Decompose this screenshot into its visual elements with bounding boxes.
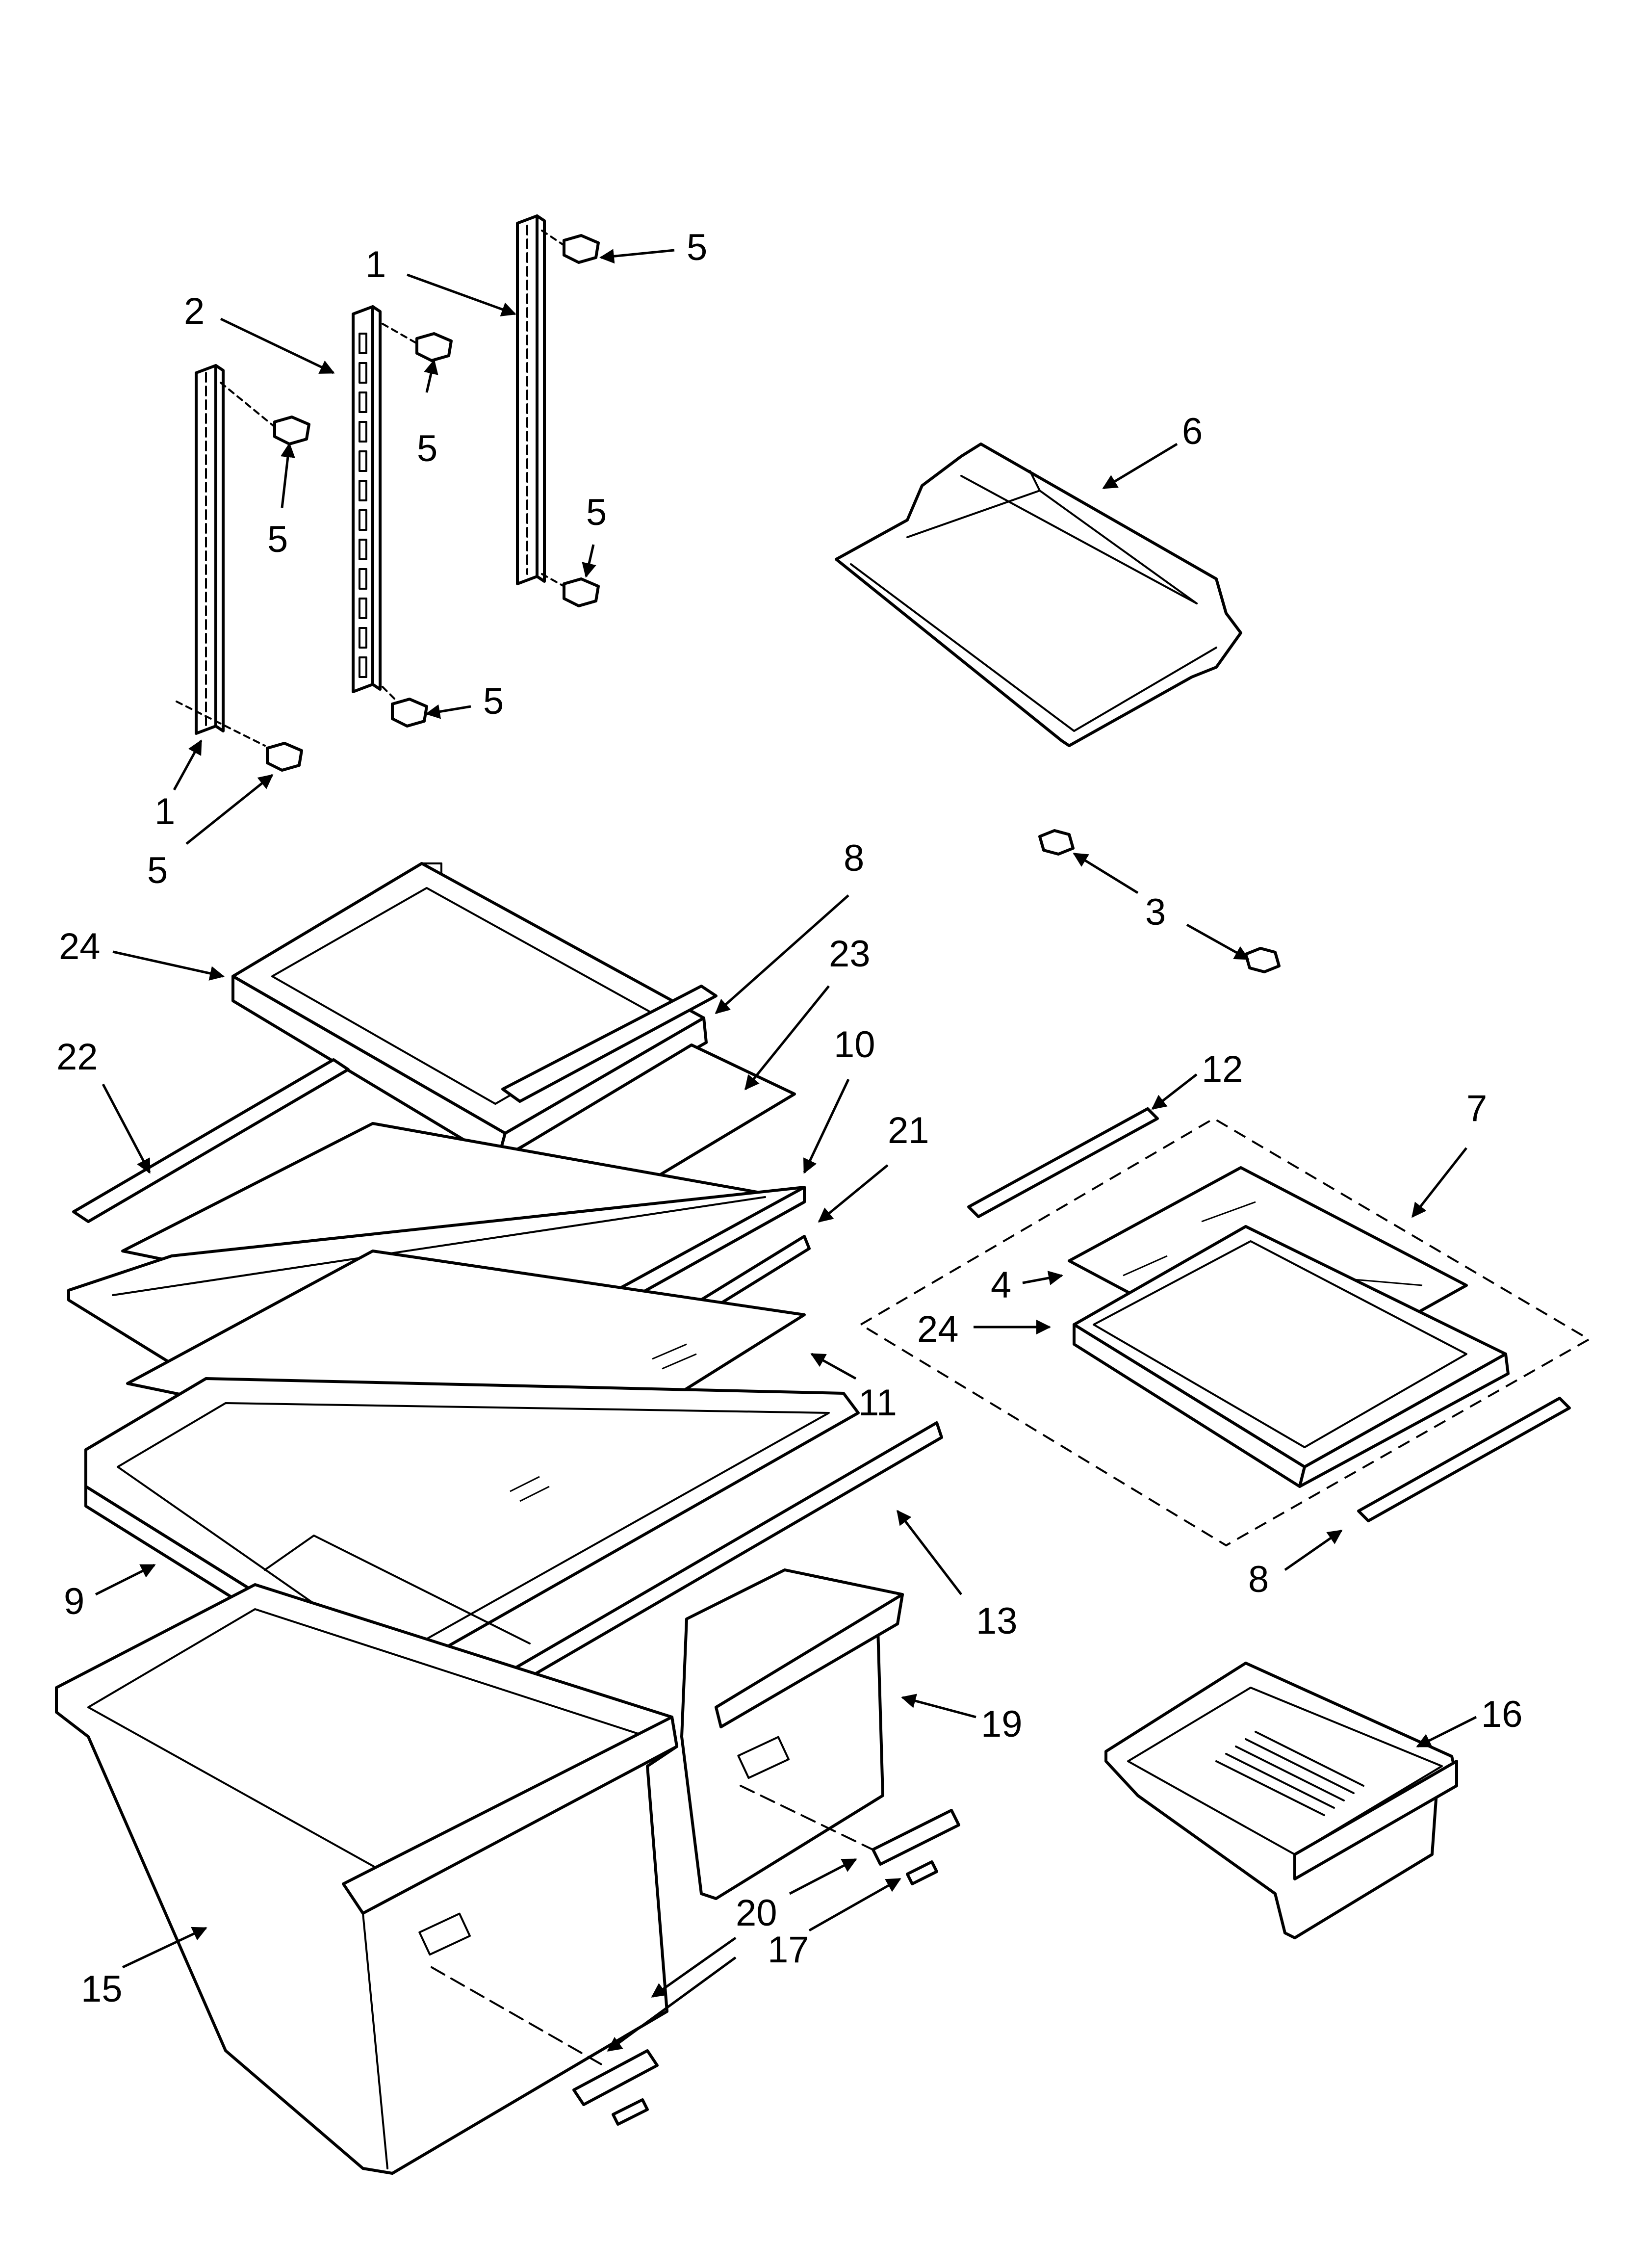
screw-parts [176, 230, 600, 772]
callout-20: 20 [736, 1892, 777, 1934]
rail-slots [359, 333, 367, 678]
callout-5-e: 5 [483, 680, 504, 722]
crisper-drawer-19 [680, 1568, 904, 1900]
callout-21: 21 [888, 1110, 929, 1151]
shelf-trim-8-top [501, 985, 718, 1103]
callout-5-f: 5 [147, 850, 168, 891]
callout-17: 17 [768, 1929, 809, 1971]
shelf-assembly-7-outline [859, 1117, 1591, 1547]
shelf-rail-middle [352, 305, 382, 693]
shelf-rail-left [195, 364, 225, 735]
callout-1-bottom: 1 [154, 791, 175, 833]
callout-7: 7 [1466, 1088, 1487, 1129]
callout-22: 22 [56, 1036, 98, 1078]
strip-8-right [1357, 1397, 1571, 1522]
callout-2: 2 [184, 290, 205, 332]
callout-5-d: 5 [586, 492, 607, 533]
callout-9: 9 [64, 1581, 84, 1622]
callout-24-left: 24 [59, 926, 101, 967]
strip-12 [967, 1107, 1159, 1218]
callout-15: 15 [81, 1968, 123, 2010]
callout-19: 19 [981, 1703, 1023, 1745]
bin-part-6 [835, 443, 1242, 747]
small-drawer-16 [1104, 1662, 1458, 1939]
drawer-vents [1215, 1731, 1364, 1816]
callout-12: 12 [1202, 1048, 1243, 1090]
leader-lines [95, 249, 1477, 2052]
callout-8-right: 8 [1248, 1559, 1269, 1600]
callout-23: 23 [829, 933, 871, 975]
crisper-drawer-15 [55, 1583, 678, 2175]
strip-22 [72, 1058, 350, 1223]
callout-16: 16 [1481, 1694, 1523, 1735]
callout-5-a: 5 [687, 227, 707, 268]
callout-4: 4 [991, 1264, 1011, 1306]
callout-10: 10 [834, 1024, 875, 1066]
clip-parts [572, 1809, 960, 2126]
callout-8-top: 8 [844, 837, 864, 879]
callout-11: 11 [858, 1382, 897, 1424]
glass-hatch-9 [510, 1476, 550, 1502]
shelf-frame-24-right [1073, 1225, 1510, 1488]
callout-5-c: 5 [267, 519, 288, 560]
callout-24-right: 24 [917, 1308, 959, 1350]
callout-1-top: 1 [365, 244, 386, 286]
callout-5-b: 5 [417, 428, 437, 469]
callout-6: 6 [1182, 411, 1203, 452]
shelf-rail-right [516, 214, 546, 585]
callout-13: 13 [976, 1600, 1018, 1642]
callout-3: 3 [1145, 891, 1166, 933]
shelf-stud-parts [1038, 829, 1281, 973]
